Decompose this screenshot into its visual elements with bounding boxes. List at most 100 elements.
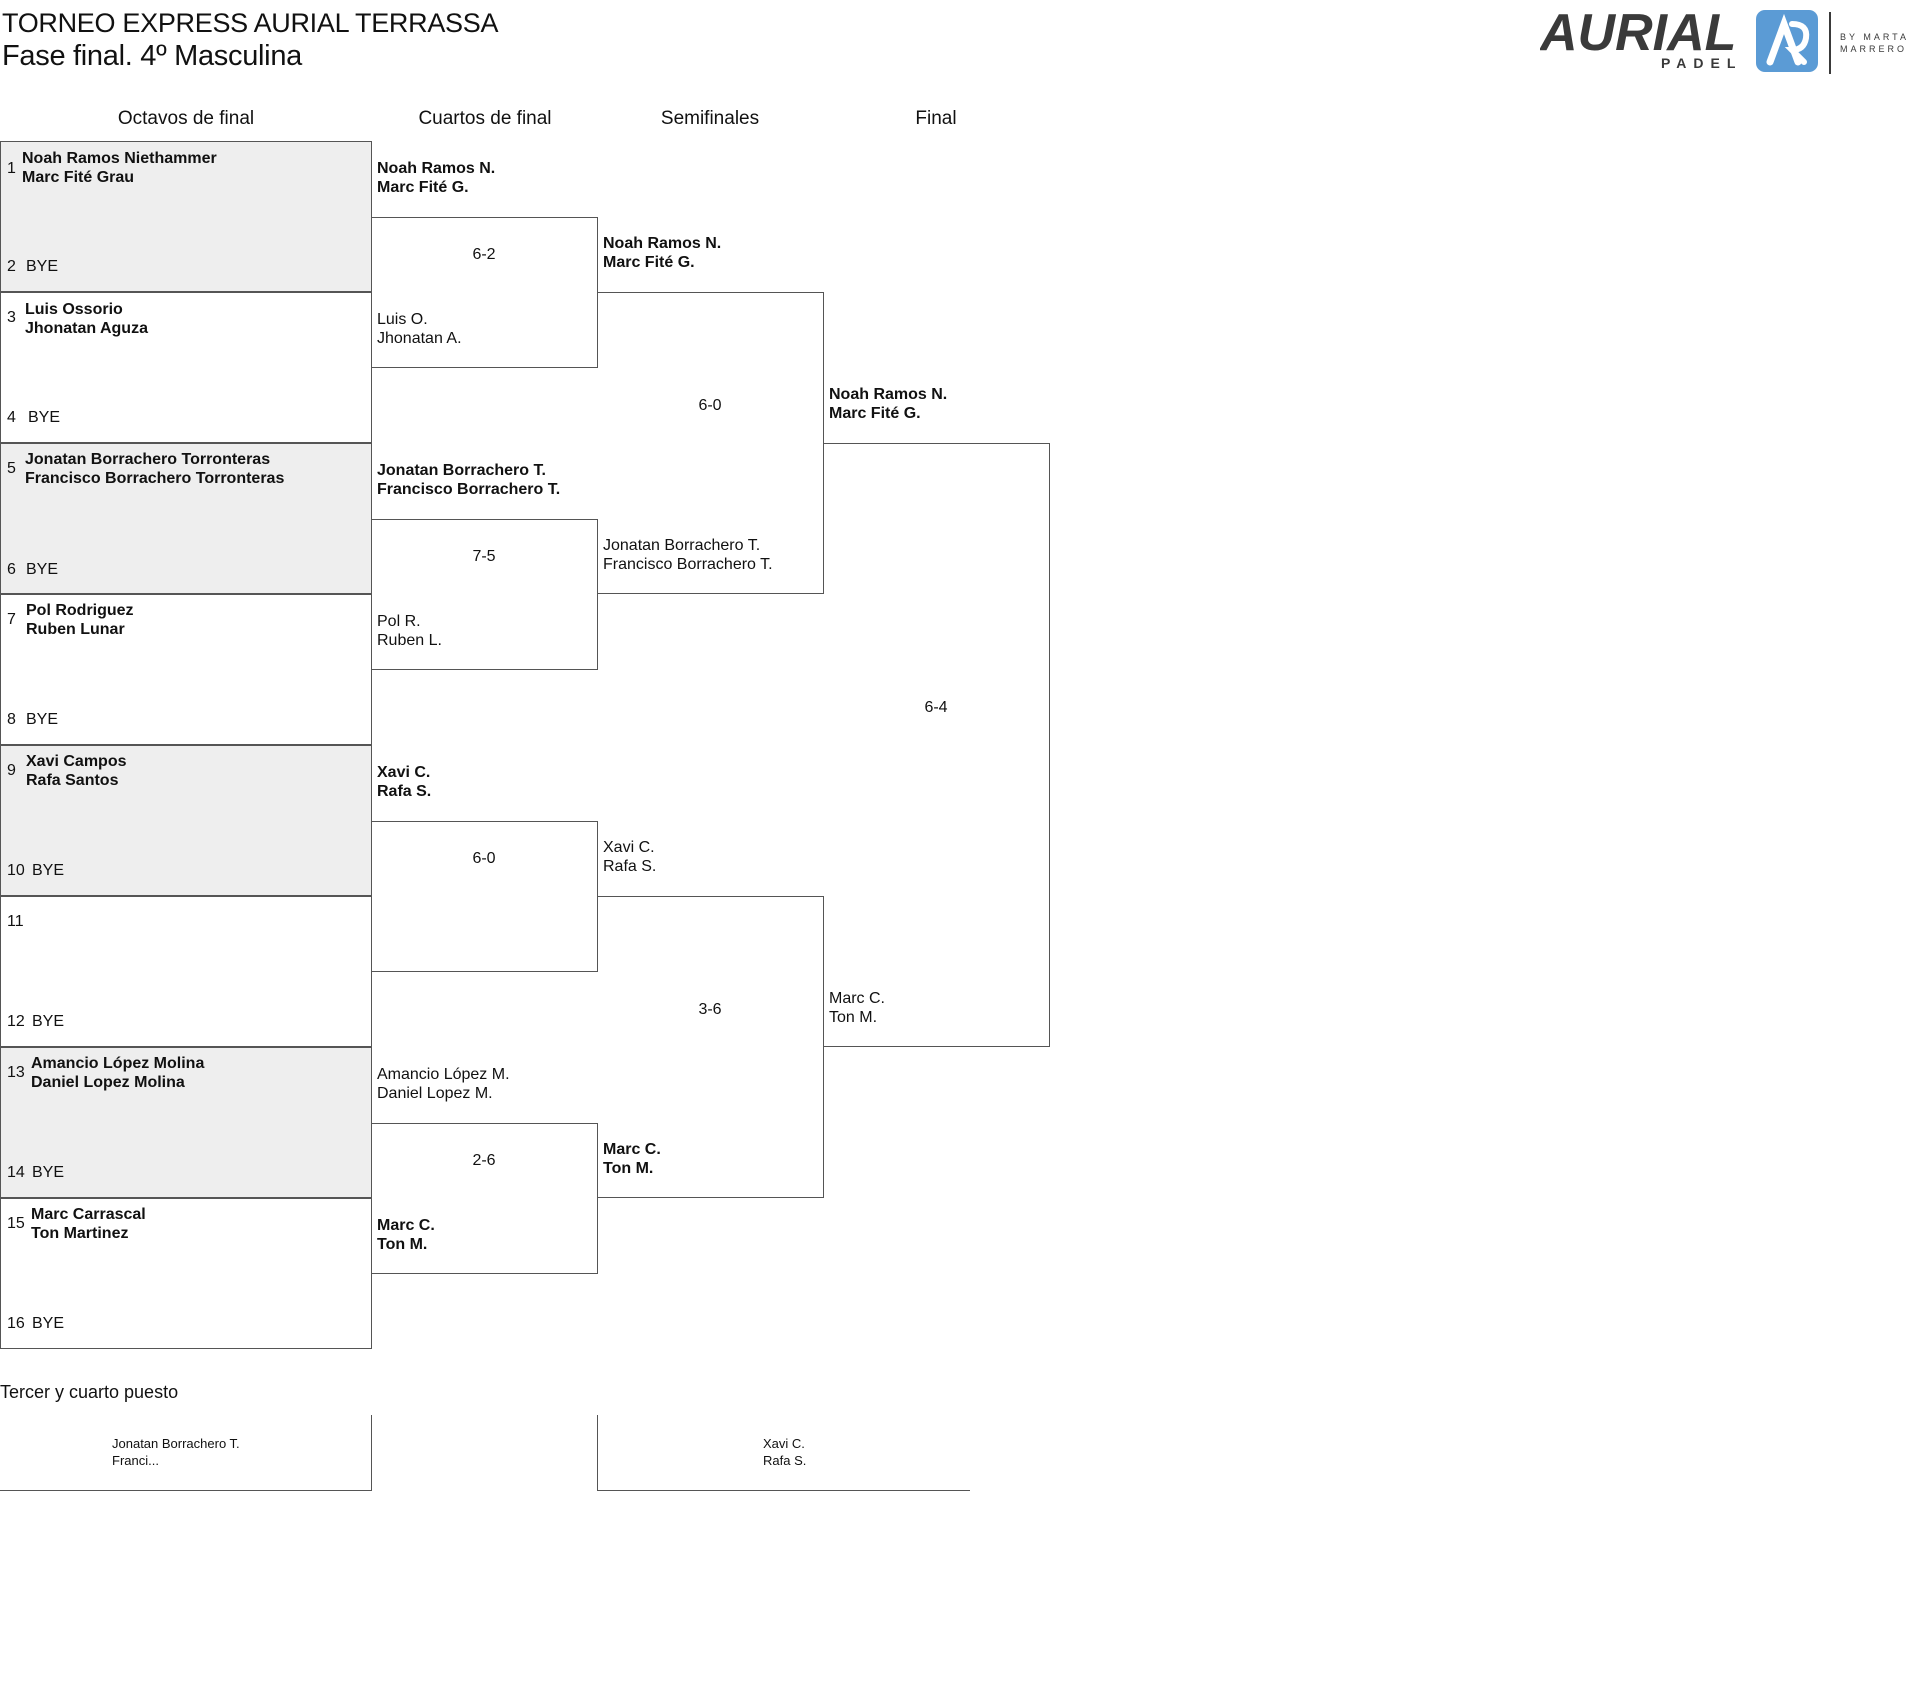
r16-match-6: 11 12 BYE bbox=[0, 896, 372, 1047]
player-name: Noah Ramos N. bbox=[829, 386, 948, 403]
bye-label: BYE bbox=[28, 409, 61, 426]
seed-number: 2 bbox=[7, 258, 16, 275]
qf-team-loser: Pol R. Ruben L. bbox=[377, 612, 442, 650]
logo-brand: AURIAL bbox=[1540, 6, 1736, 62]
player-name: Franci... bbox=[112, 1453, 159, 1468]
player-name: Marc Fité Grau bbox=[22, 169, 135, 186]
player-name: Jhonatan Aguza bbox=[25, 320, 148, 337]
player-name: Marc C. bbox=[377, 1217, 435, 1234]
seed-number: 9 bbox=[7, 762, 16, 779]
match-score: 6-4 bbox=[924, 699, 948, 716]
third-place-slot-a: Jonatan Borrachero T. Franci... bbox=[0, 1415, 372, 1491]
seed-number: 5 bbox=[7, 460, 16, 477]
aurial-padel-logo: AURIAL PADEL BY MARTA MARRERO bbox=[1538, 4, 1920, 76]
player-name: Jonatan Borrachero Torronteras bbox=[25, 451, 271, 468]
player-name: Rafa S. bbox=[603, 858, 657, 875]
third-place-title: Tercer y cuarto puesto bbox=[0, 1382, 179, 1402]
qf-team-winner: Xavi C. Rafa S. bbox=[377, 763, 431, 801]
player-name: Jonatan Borrachero T. bbox=[603, 537, 761, 554]
player-name: Amancio López M. bbox=[377, 1066, 510, 1083]
seed-number: 13 bbox=[7, 1064, 25, 1081]
bye-label: BYE bbox=[32, 862, 65, 879]
seed-number: 16 bbox=[7, 1315, 25, 1332]
player-name: Ruben L. bbox=[377, 632, 442, 649]
seed-number: 12 bbox=[7, 1013, 25, 1030]
round-header-sf: Semifinales bbox=[660, 108, 760, 129]
page-title: TORNEO EXPRESS AURIAL TERRASSA bbox=[2, 8, 499, 38]
seed-number: 14 bbox=[7, 1164, 25, 1181]
qf-team-winner: Marc C. Ton M. bbox=[377, 1216, 435, 1254]
player-name: Daniel Lopez Molina bbox=[31, 1074, 185, 1091]
seed-number: 8 bbox=[7, 711, 16, 728]
player-name: Marc Carrascal bbox=[31, 1206, 146, 1223]
third-place-slot-b: Xavi C. Rafa S. bbox=[597, 1415, 970, 1491]
team-names: Luis Ossorio Jhonatan Aguza bbox=[25, 300, 148, 338]
player-name: Francisco Borrachero T. bbox=[603, 556, 773, 573]
player-name: Xavi C. bbox=[603, 839, 655, 856]
match-score: 3-6 bbox=[698, 1001, 722, 1018]
r16-match-7: 13 Amancio López Molina Daniel Lopez Mol… bbox=[0, 1047, 372, 1198]
player-name: Luis O. bbox=[377, 311, 428, 328]
sf-team-winner: Marc C. Ton M. bbox=[603, 1140, 661, 1178]
player-name: Francisco Borrachero T. bbox=[377, 481, 561, 498]
bye-label: BYE bbox=[32, 1315, 65, 1332]
final-team-winner: Noah Ramos N. Marc Fité G. bbox=[829, 385, 947, 423]
match-score: 6-0 bbox=[698, 397, 722, 414]
qf-team-winner: Jonatan Borrachero T. Francisco Borrache… bbox=[377, 461, 560, 499]
team-names: Marc Carrascal Ton Martinez bbox=[31, 1205, 146, 1243]
qf-team-loser: Luis O. Jhonatan A. bbox=[377, 310, 462, 348]
qf-team-winner: Noah Ramos N. Marc Fité G. bbox=[377, 159, 495, 197]
player-name: Ton M. bbox=[603, 1160, 654, 1177]
player-name: Xavi C. bbox=[377, 764, 431, 781]
seed-number: 15 bbox=[7, 1215, 25, 1232]
r16-match-2: 3 Luis Ossorio Jhonatan Aguza 4 BYE bbox=[0, 292, 372, 443]
match-score: 6-0 bbox=[472, 850, 496, 867]
third-place-team: Jonatan Borrachero T. Franci... bbox=[112, 1435, 240, 1469]
player-name: Marc Fité G. bbox=[377, 179, 469, 196]
player-name: Pol R. bbox=[377, 613, 421, 630]
player-name: Marc C. bbox=[829, 990, 885, 1007]
team-names: Noah Ramos Niethammer Marc Fité Grau bbox=[22, 149, 217, 187]
player-name: Luis Ossorio bbox=[25, 301, 123, 318]
r16-match-4: 7 Pol Rodriguez Ruben Lunar 8 BYE bbox=[0, 594, 372, 745]
seed-number: 6 bbox=[7, 561, 16, 578]
round-header-r16: Octavos de final bbox=[117, 108, 255, 129]
logo-by: BY MARTA bbox=[1840, 32, 1909, 42]
player-name: Jonatan Borrachero T. bbox=[112, 1436, 240, 1451]
sf-team-loser: Xavi C. Rafa S. bbox=[603, 838, 656, 876]
logo-sub: PADEL bbox=[1661, 55, 1742, 71]
r16-match-3: 5 Jonatan Borrachero Torronteras Francis… bbox=[0, 443, 372, 594]
player-name: Rafa Santos bbox=[26, 772, 119, 789]
sf-team-winner: Noah Ramos N. Marc Fité G. bbox=[603, 234, 721, 272]
team-names: Jonatan Borrachero Torronteras Francisco… bbox=[25, 450, 284, 488]
logo-surname: MARRERO bbox=[1840, 44, 1907, 54]
logo-r-mark bbox=[1784, 21, 1810, 65]
player-name: Jhonatan A. bbox=[377, 330, 462, 347]
match-score: 7-5 bbox=[472, 548, 496, 565]
qf-match-3-box: 6-0 bbox=[371, 821, 598, 972]
player-name: Noah Ramos Niethammer bbox=[22, 150, 217, 167]
player-name: Noah Ramos N. bbox=[377, 160, 496, 177]
bye-label: BYE bbox=[26, 711, 59, 728]
seed-number: 3 bbox=[7, 309, 16, 326]
final-match-box: 6-4 bbox=[823, 443, 1050, 1047]
player-name: Marc C. bbox=[603, 1141, 661, 1158]
bye-label: BYE bbox=[26, 258, 59, 275]
r16-match-1: 1 Noah Ramos Niethammer Marc Fité Grau 2… bbox=[0, 141, 372, 292]
round-header-qf: Cuartos de final bbox=[418, 108, 552, 129]
match-score: 2-6 bbox=[472, 1152, 496, 1169]
r16-match-8: 15 Marc Carrascal Ton Martinez 16 BYE bbox=[0, 1198, 372, 1349]
player-name: Marc Fité G. bbox=[603, 254, 695, 271]
team-names: Amancio López Molina Daniel Lopez Molina bbox=[31, 1054, 204, 1092]
player-name: Rafa S. bbox=[377, 783, 432, 800]
qf-match-2-box: 7-5 bbox=[371, 519, 598, 670]
player-name: Amancio López Molina bbox=[31, 1055, 205, 1072]
player-name: Xavi C. bbox=[763, 1436, 805, 1451]
player-name: Ton Martinez bbox=[31, 1225, 129, 1242]
player-name: Ruben Lunar bbox=[26, 621, 125, 638]
sf-match-2-box: 3-6 bbox=[597, 896, 824, 1198]
logo-graphic: AURIAL PADEL BY MARTA MARRERO bbox=[1538, 4, 1909, 74]
match-score: 6-2 bbox=[472, 246, 496, 263]
seed-number: 11 bbox=[7, 913, 24, 930]
r16-match-5: 9 Xavi Campos Rafa Santos 10 BYE bbox=[0, 745, 372, 896]
